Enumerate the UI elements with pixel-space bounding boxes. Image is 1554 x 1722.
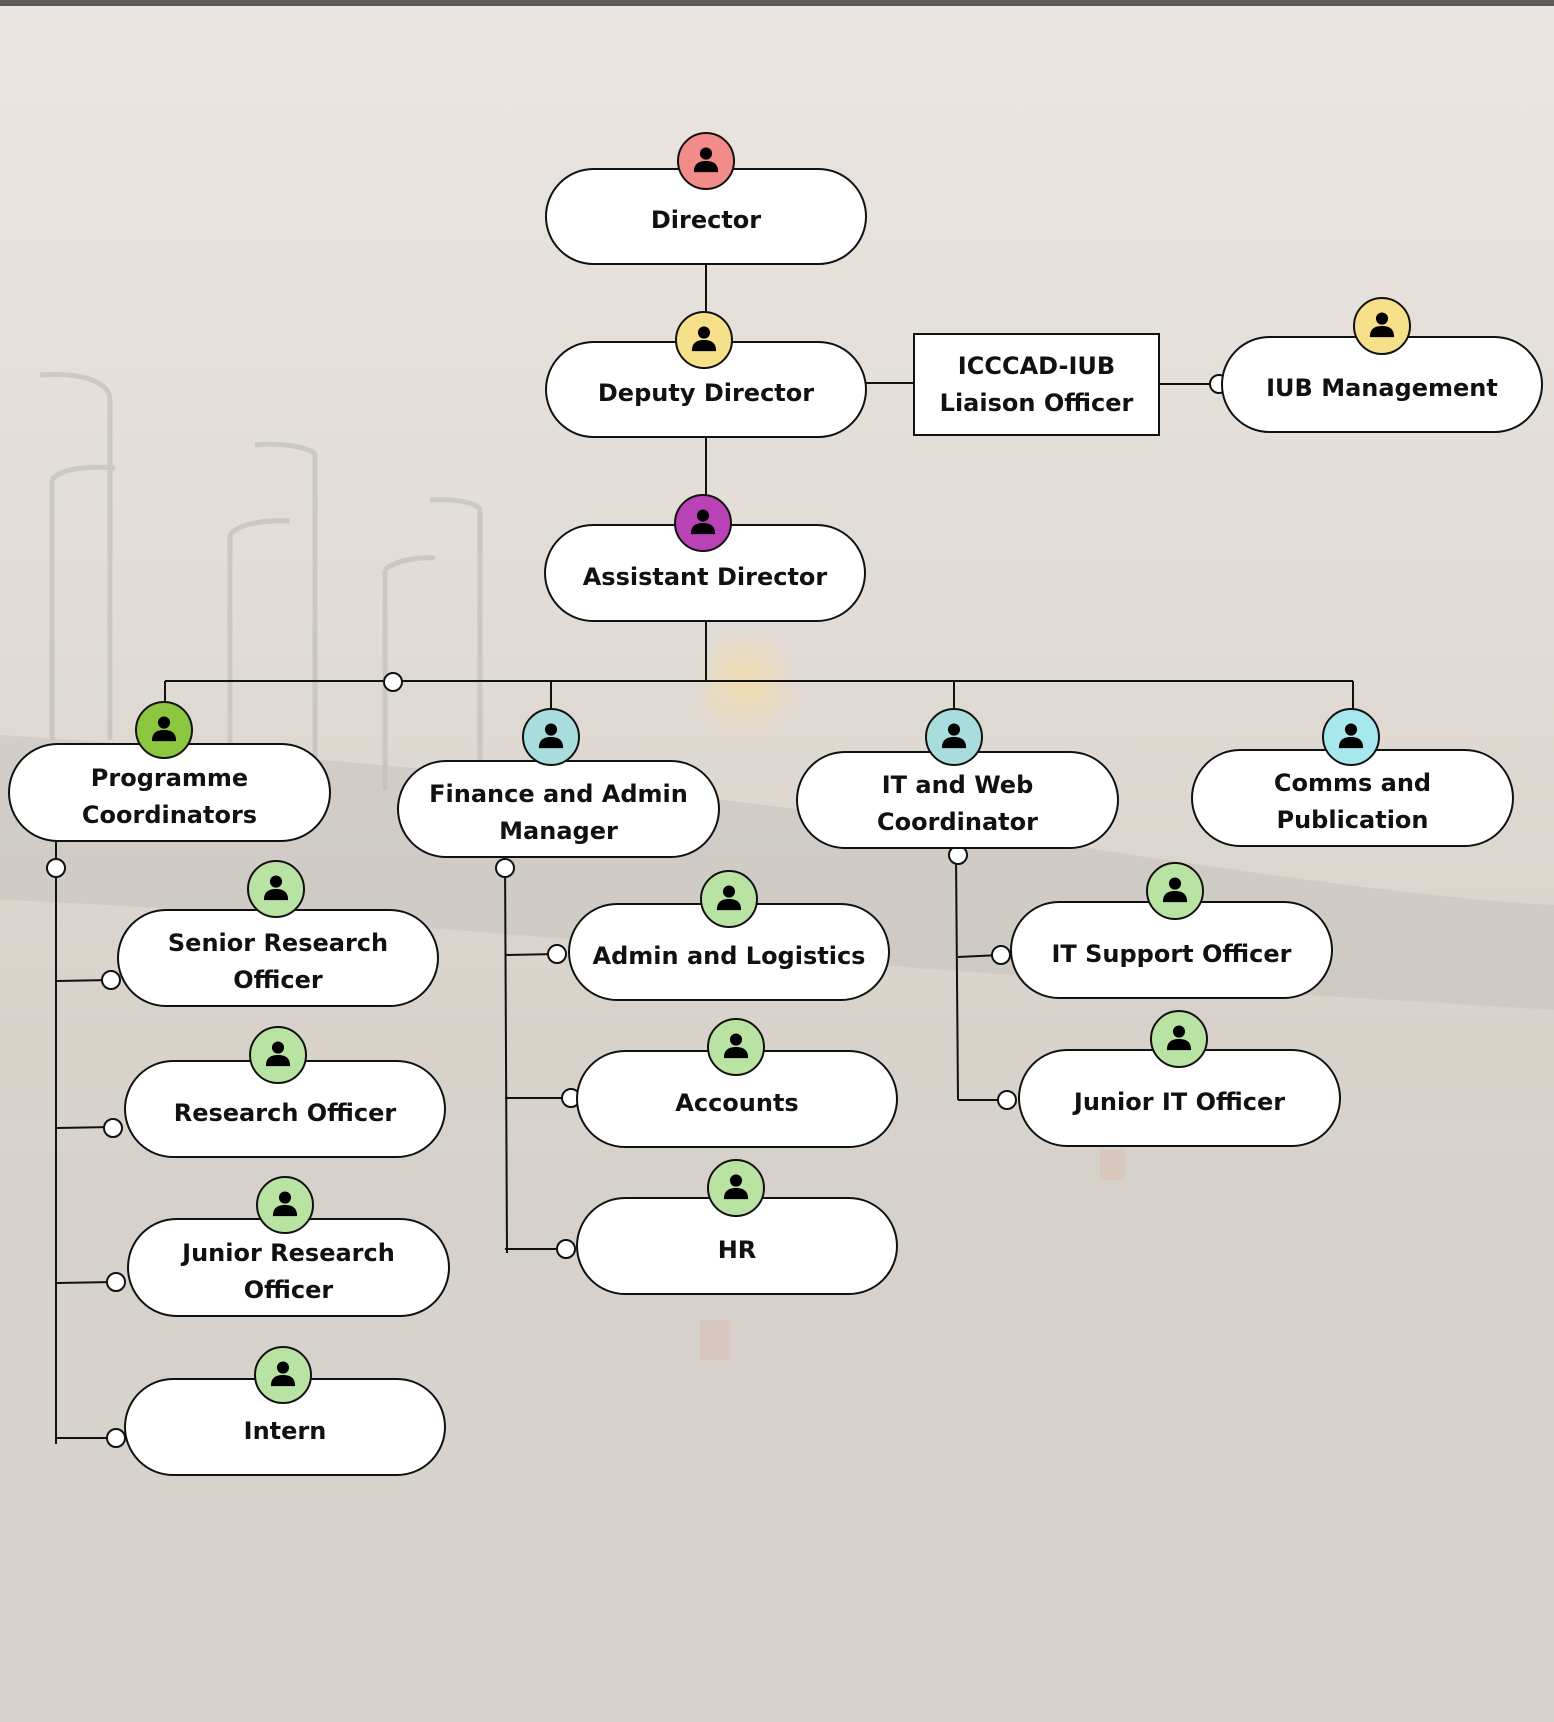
person-icon: [254, 1346, 312, 1404]
node-programme-coordinators[interactable]: Programme Coordinators: [8, 743, 331, 842]
node-liaison-line2: Liaison Officer: [939, 388, 1134, 417]
person-icon: [677, 132, 735, 190]
node-research-officer[interactable]: Research Officer: [124, 1060, 446, 1158]
node-liaison-officer[interactable]: ICCCAD-IUB Liaison Officer: [913, 333, 1160, 436]
node-accounts[interactable]: Accounts: [576, 1050, 898, 1148]
node-liaison-line1: ICCCAD-IUB: [957, 351, 1116, 380]
node-intern-label: Intern: [243, 1416, 327, 1445]
node-junior-it-officer-label: Junior IT Officer: [1073, 1087, 1286, 1116]
node-finance-line1: Finance and Admin: [429, 780, 688, 808]
node-finance-line2: Manager: [499, 817, 618, 845]
person-icon: [247, 860, 305, 918]
node-it-web-coordinator[interactable]: IT and Web Coordinator: [796, 751, 1119, 849]
person-icon: [1353, 297, 1411, 355]
node-hr-label: HR: [717, 1235, 757, 1264]
person-icon: [674, 494, 732, 552]
person-icon: [1146, 862, 1204, 920]
node-director-label: Director: [650, 206, 762, 234]
node-programme-line1: Programme: [90, 763, 249, 792]
person-icon: [707, 1159, 765, 1217]
node-senior-line1: Senior Research: [167, 929, 389, 957]
node-it-support-officer-label: IT Support Officer: [1051, 939, 1292, 968]
node-deputy-director-label: Deputy Director: [597, 379, 815, 407]
node-iub-management-label: IUB Management: [1266, 374, 1498, 402]
node-assistant-director-label: Assistant Director: [582, 562, 828, 591]
node-it-web-coordinator-label: IT and Web Coordinator: [877, 771, 1038, 836]
person-icon: [256, 1176, 314, 1234]
person-icon: [1322, 708, 1380, 766]
person-icon: [522, 708, 580, 766]
person-icon: [249, 1026, 307, 1084]
node-it-support-officer[interactable]: IT Support Officer: [1010, 901, 1333, 999]
window-top-bar: [0, 0, 1554, 6]
person-icon: [707, 1018, 765, 1076]
person-icon: [1150, 1010, 1208, 1068]
node-accounts-label: Accounts: [675, 1088, 799, 1117]
person-icon: [925, 708, 983, 766]
node-senior-research-officer[interactable]: Senior Research Officer: [117, 909, 439, 1007]
node-junior-research-line2: Officer: [243, 1275, 334, 1304]
node-programme-line2: Coordinators: [81, 800, 258, 829]
person-icon: [135, 701, 193, 759]
node-admin-logistics-label: Admin and Logistics: [592, 941, 866, 970]
node-finance-admin-manager[interactable]: Finance and Admin Manager: [397, 760, 720, 858]
node-comms-line2: Publication: [1276, 806, 1429, 834]
person-icon: [675, 311, 733, 369]
node-senior-line2: Officer: [233, 966, 323, 994]
node-research-officer-label: Research Officer: [173, 1098, 397, 1127]
node-junior-research-line1: Junior Research: [182, 1238, 395, 1267]
person-icon: [700, 870, 758, 928]
connector-it-branch: [955, 854, 959, 1101]
connector-finance-branch: [504, 857, 508, 1254]
node-comms-line1: Comms and: [1273, 769, 1432, 797]
